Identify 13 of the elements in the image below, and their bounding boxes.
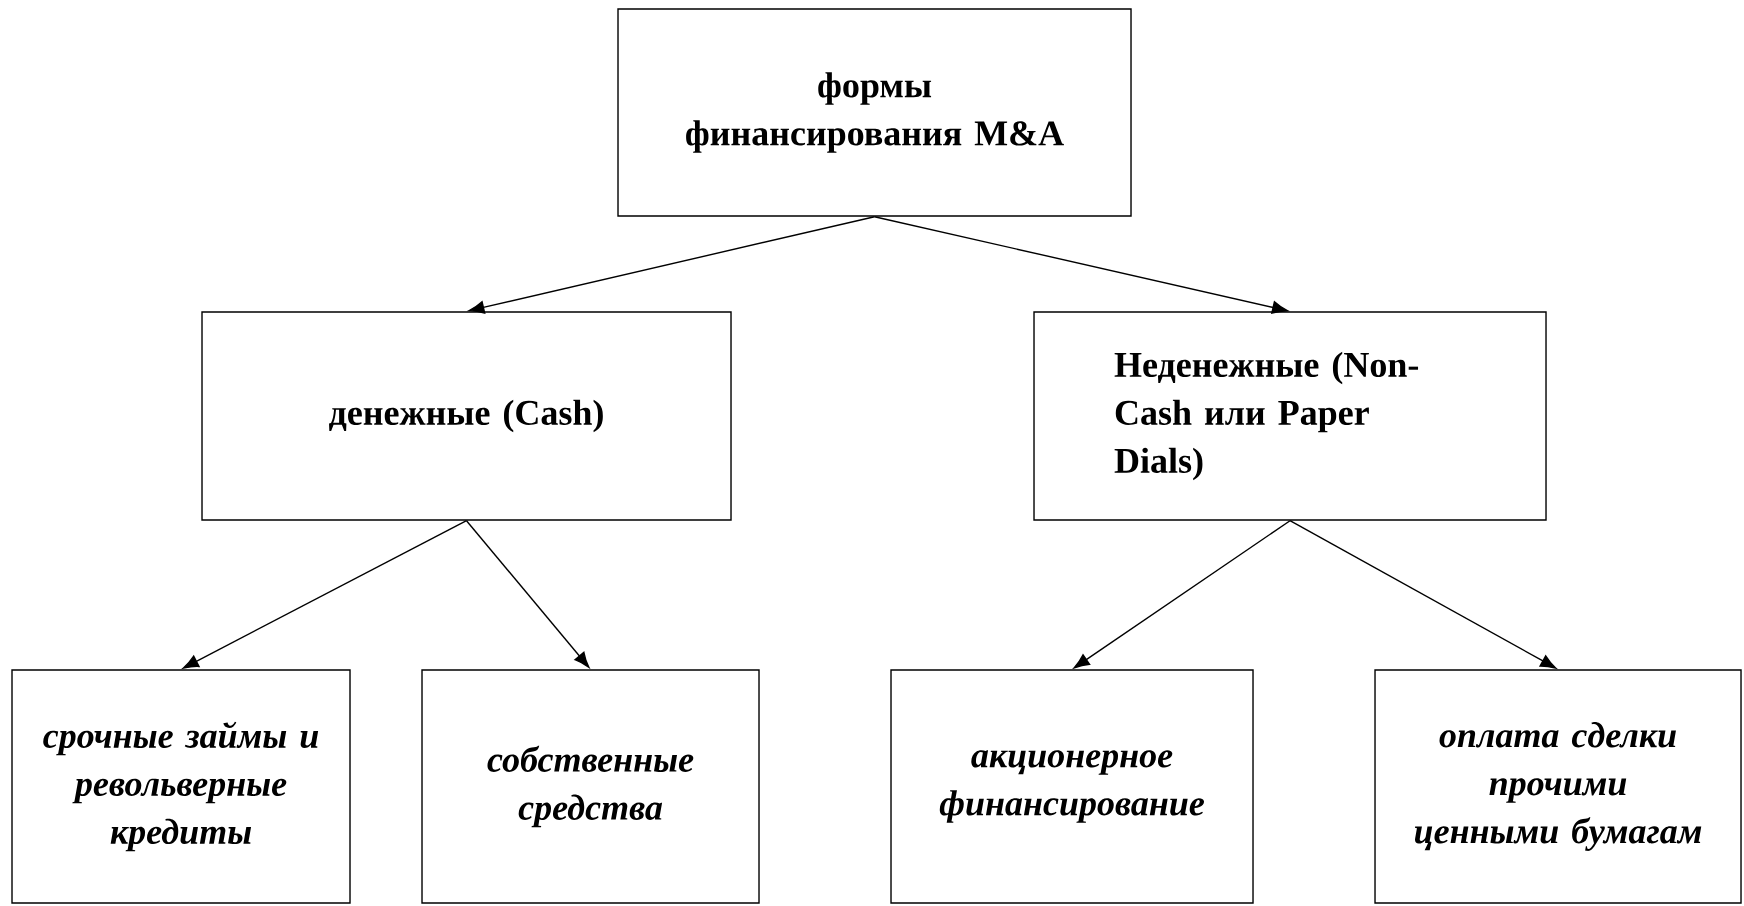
arrow [1073,520,1291,669]
category-box: акционерное финансирование [890,669,1254,904]
category-box: собственные средства [421,669,760,904]
category-box: срочные займы и револьверные кредиты [11,669,351,904]
category-box: денежные (Cash) [201,311,732,521]
category-box: Неденежные (Non-Cash или Paper Dials) [1033,311,1547,521]
category-box: оплата сделки прочими ценными бумагам [1374,669,1742,904]
arrow [468,216,876,314]
arrow [465,520,590,668]
root-box: формы финансирования M&A [617,8,1132,217]
arrow [182,520,468,669]
arrow [1289,520,1557,669]
arrow [873,216,1288,314]
